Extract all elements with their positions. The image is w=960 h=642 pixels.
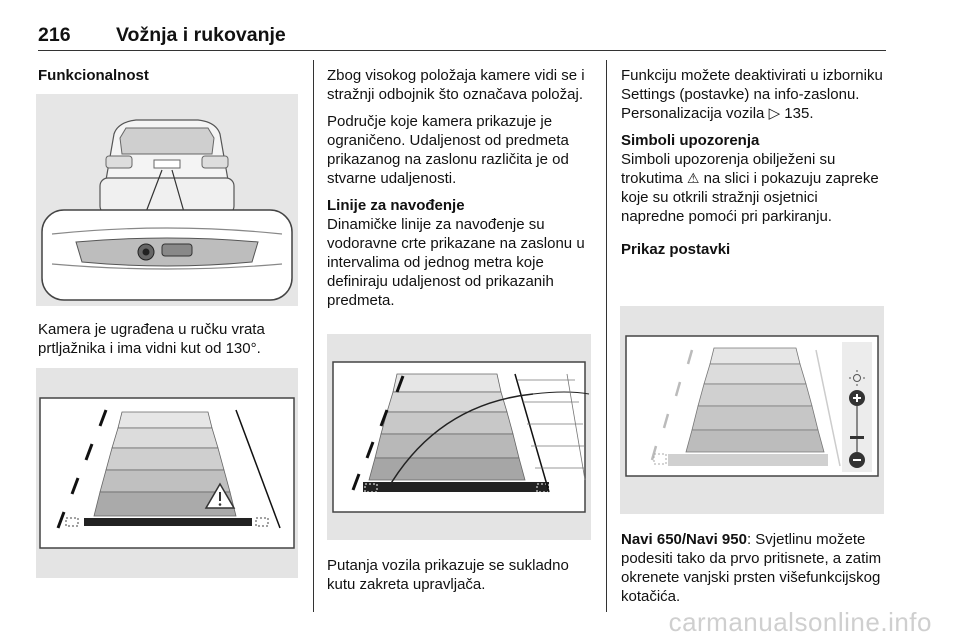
trajectory-text: Putanja vozila prikazuje se sukladno kut… — [327, 557, 569, 593]
figure-guide-lines-warning — [36, 368, 298, 578]
page-ref-arrow-icon: ▷ — [768, 105, 781, 122]
figure-tailgate-camera — [36, 94, 298, 306]
column-2-bottom: Putanja vozila prikazuje se sukladno kut… — [327, 556, 593, 602]
watermark: carmanualsonline.info — [668, 607, 932, 637]
page-number: 216 — [38, 24, 71, 46]
column-1: Funkcionalnost — [38, 66, 300, 91]
guide-lines-text: Dinamičke linije za navođenje su vodorav… — [327, 216, 585, 309]
column-divider-1 — [313, 60, 314, 612]
brightness-text: Navi 650/Navi 950: Svjetlinu možete pode… — [621, 531, 882, 605]
column-2: Zbog visokog položaja kamere vidi se i s… — [327, 66, 593, 318]
display-settings-heading: Prikaz postavki — [621, 241, 731, 258]
warning-symbols-heading: Simboli upozorenja — [621, 132, 760, 149]
page-section-title: Vožnja i rukovanje — [116, 24, 286, 46]
section-heading: Funkcionalnost — [38, 67, 149, 84]
warning-symbols-text: Simboli upozorenja obilježeni su trokuti… — [621, 151, 879, 225]
deactivate-text: Funkciju možete deaktivirati u izborniku… — [621, 67, 883, 122]
figure-display-settings — [620, 306, 884, 514]
camera-bumper-text: Zbog visokog položaja kamere vidi se i s… — [327, 67, 585, 103]
column-1-text: Kamera je ugrađena u ručku vrata prtljaž… — [38, 320, 300, 366]
guide-lines-heading: Linije za navođenje — [327, 197, 465, 214]
warning-triangle-icon: ⚠ — [686, 170, 700, 186]
column-divider-2 — [606, 60, 607, 612]
camera-description: Kamera je ugrađena u ručku vrata prtljaž… — [38, 321, 265, 357]
camera-range-text: Područje koje kamera prikazuje je ograni… — [327, 113, 569, 187]
figure-dynamic-guide-lines — [327, 334, 591, 540]
column-3-bottom: Navi 650/Navi 950: Svjetlinu možete pode… — [621, 530, 883, 614]
page-ref: 135. — [784, 105, 814, 122]
column-3: Funkciju možete deaktivirati u izborniku… — [621, 66, 883, 259]
header-rule — [38, 50, 886, 51]
